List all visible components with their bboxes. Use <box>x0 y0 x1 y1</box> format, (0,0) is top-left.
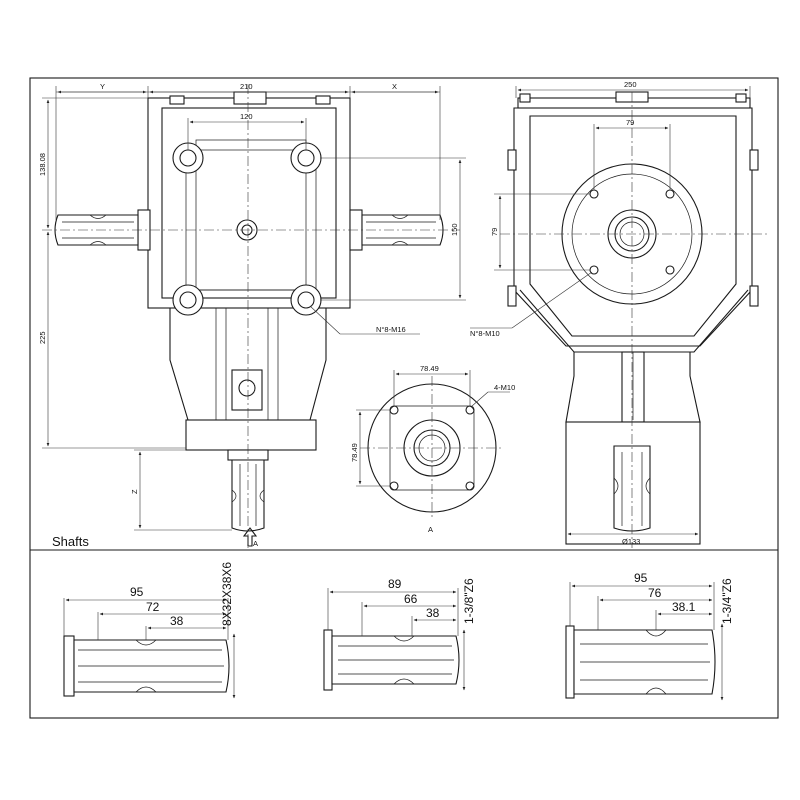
shaft-2-short: 38 <box>426 606 440 620</box>
shaft-3-overall: 95 <box>634 571 648 585</box>
dim-150: 150 <box>450 223 459 236</box>
dim-78-v: 78.49 <box>350 443 359 462</box>
section-arrow-a: A <box>242 527 258 548</box>
dim-78-h: 78.49 <box>420 364 439 373</box>
shaft-1-spec: 8X32X38X6 <box>220 562 234 626</box>
bolt-boss-tr <box>290 142 322 174</box>
side-view: 250 79 79 N°8-M10 Ø133 <box>470 80 770 548</box>
dim-side-79v: 79 <box>490 228 499 236</box>
dim-side-79h: 79 <box>626 118 634 127</box>
shaft-1-short: 38 <box>170 614 184 628</box>
dim-138: 138.08 <box>38 153 47 176</box>
shafts-title: Shafts <box>52 534 89 549</box>
callout-m10: N°8-M10 <box>470 329 500 338</box>
dim-120: 120 <box>240 112 253 121</box>
shaft-2-spec: 1-3/8"Z6 <box>462 578 476 624</box>
dim-z: Z <box>130 489 139 494</box>
shaft-3-mid: 76 <box>648 586 662 600</box>
top-view: A Y 210 X 120 138.08 225 150 <box>38 82 466 548</box>
shaft-2: 89 66 38 1-3/8"Z6 <box>323 577 476 691</box>
shaft-1-mid: 72 <box>146 600 160 614</box>
svg-text:A: A <box>253 539 258 548</box>
view-label-a: A <box>428 525 433 534</box>
shaft-3: 95 76 38.1 1-3/4"Z6 <box>565 571 734 701</box>
dim-210: 210 <box>240 82 253 91</box>
bolt-boss-br <box>290 284 322 316</box>
drawing-frame <box>29 77 779 719</box>
housing-outline <box>147 97 351 309</box>
flange-view: 78.49 78.49 4-M10 A <box>350 364 515 534</box>
dim-x: X <box>392 82 397 91</box>
dim-250: 250 <box>624 80 637 89</box>
bottom-shaft <box>227 449 269 532</box>
shaft-2-mid: 66 <box>404 592 418 606</box>
dim-y: Y <box>100 82 105 91</box>
dim-225: 225 <box>38 331 47 344</box>
shaft-3-spec: 1-3/4"Z6 <box>720 578 734 624</box>
callout-4m10: 4-M10 <box>494 383 515 392</box>
shaft-3-short: 38.1 <box>672 600 696 614</box>
bolt-boss-bl <box>172 284 204 316</box>
shaft-1-overall: 95 <box>130 585 144 599</box>
shaft-2-overall: 89 <box>388 577 402 591</box>
base-flange <box>185 419 317 451</box>
shaft-1: 95 72 38 8X32X38X6 <box>63 562 236 699</box>
callout-m16: N°8-M16 <box>376 325 406 334</box>
dim-d133: Ø133 <box>622 537 640 546</box>
